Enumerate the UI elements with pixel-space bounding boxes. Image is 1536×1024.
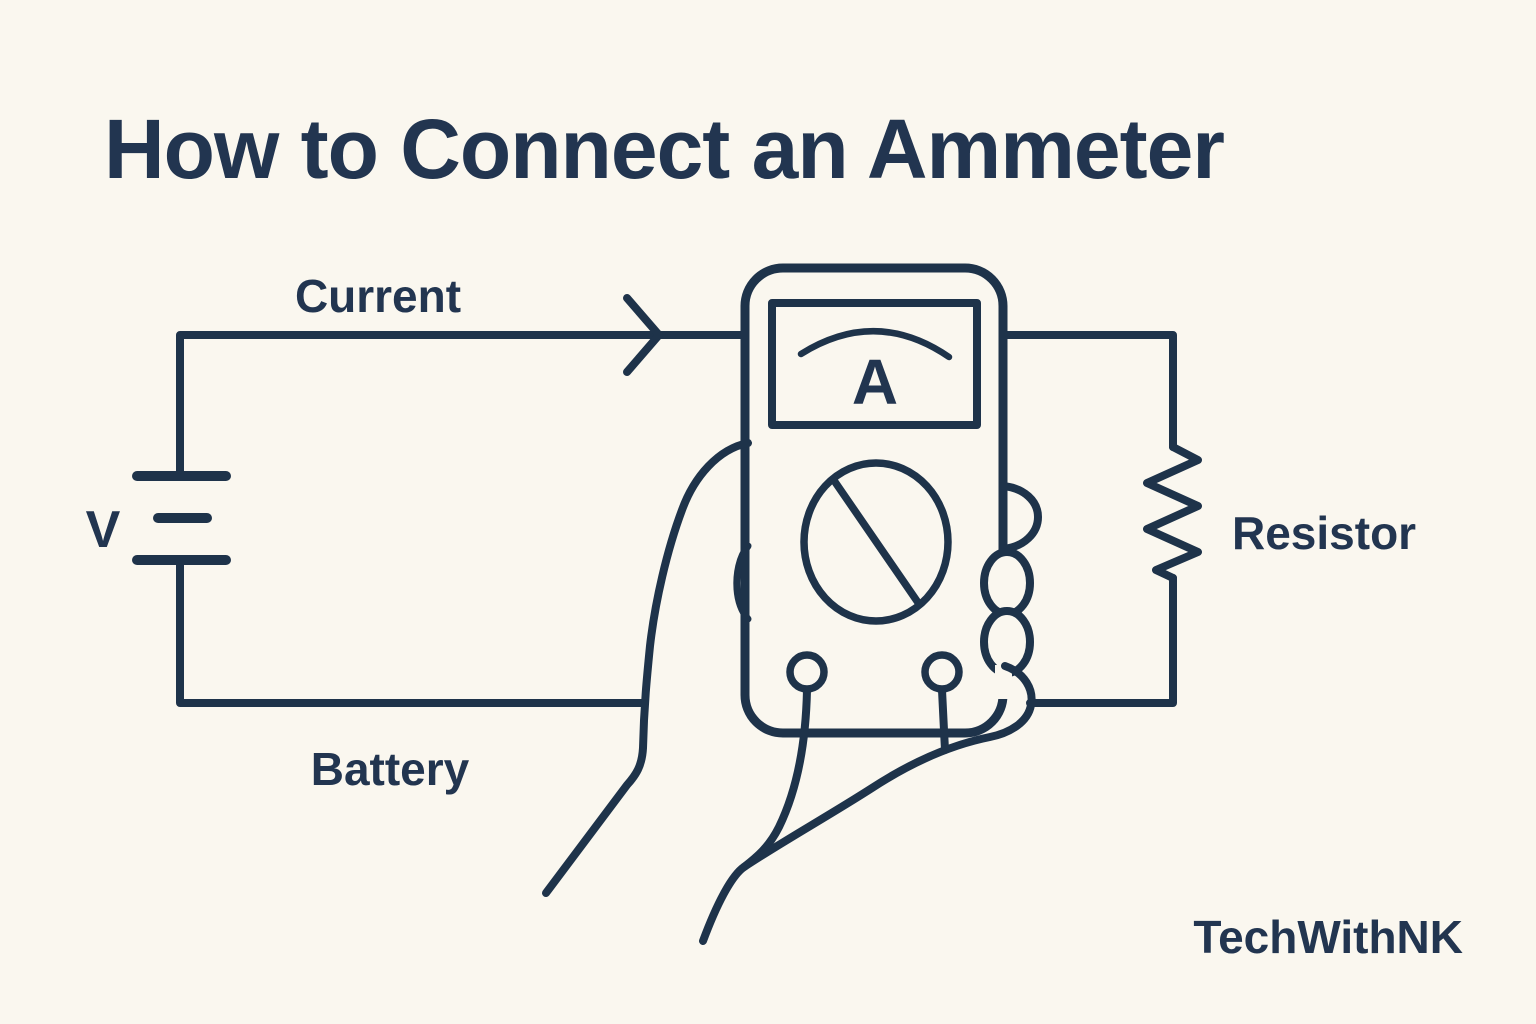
page-title: How to Connect an Ammeter [104, 102, 1224, 196]
thumb-outline [542, 439, 752, 897]
current-label: Current [295, 270, 461, 322]
hand-web-outline [699, 662, 1036, 945]
wire-top-left [176, 331, 749, 479]
hand-mask [995, 665, 1012, 699]
circuit-wires [176, 294, 1177, 707]
ammeter-needle-arc [797, 328, 953, 361]
hand-illustration [542, 439, 1042, 945]
probe-lead-right [938, 686, 949, 754]
ammeter-display [768, 299, 981, 429]
wire-bottom-right [1026, 574, 1177, 707]
battery-symbol [132, 471, 231, 565]
fingertip-oval-1 [980, 548, 1034, 618]
ammeter-jack-right [921, 651, 963, 693]
ammeter-dial-pointer [829, 475, 923, 608]
thumb-inner-line [733, 542, 752, 623]
resistor-symbol [1143, 443, 1202, 582]
ammeter-dial-knob [800, 459, 952, 625]
wire-top-right [999, 331, 1177, 451]
resistor-label: Resistor [1232, 507, 1416, 559]
fingertip-bump [999, 482, 1042, 553]
ammeter-jack-left [786, 651, 828, 693]
wire-bottom-left [176, 558, 649, 707]
voltage-label: V [86, 501, 121, 559]
battery-label: Battery [311, 743, 470, 795]
ammeter-unit-label: A [852, 346, 898, 418]
current-arrow-icon [623, 294, 663, 376]
ammeter-device: A [740, 263, 1008, 871]
watermark: TechWithNK [1193, 911, 1463, 963]
ammeter-body [740, 263, 1008, 738]
